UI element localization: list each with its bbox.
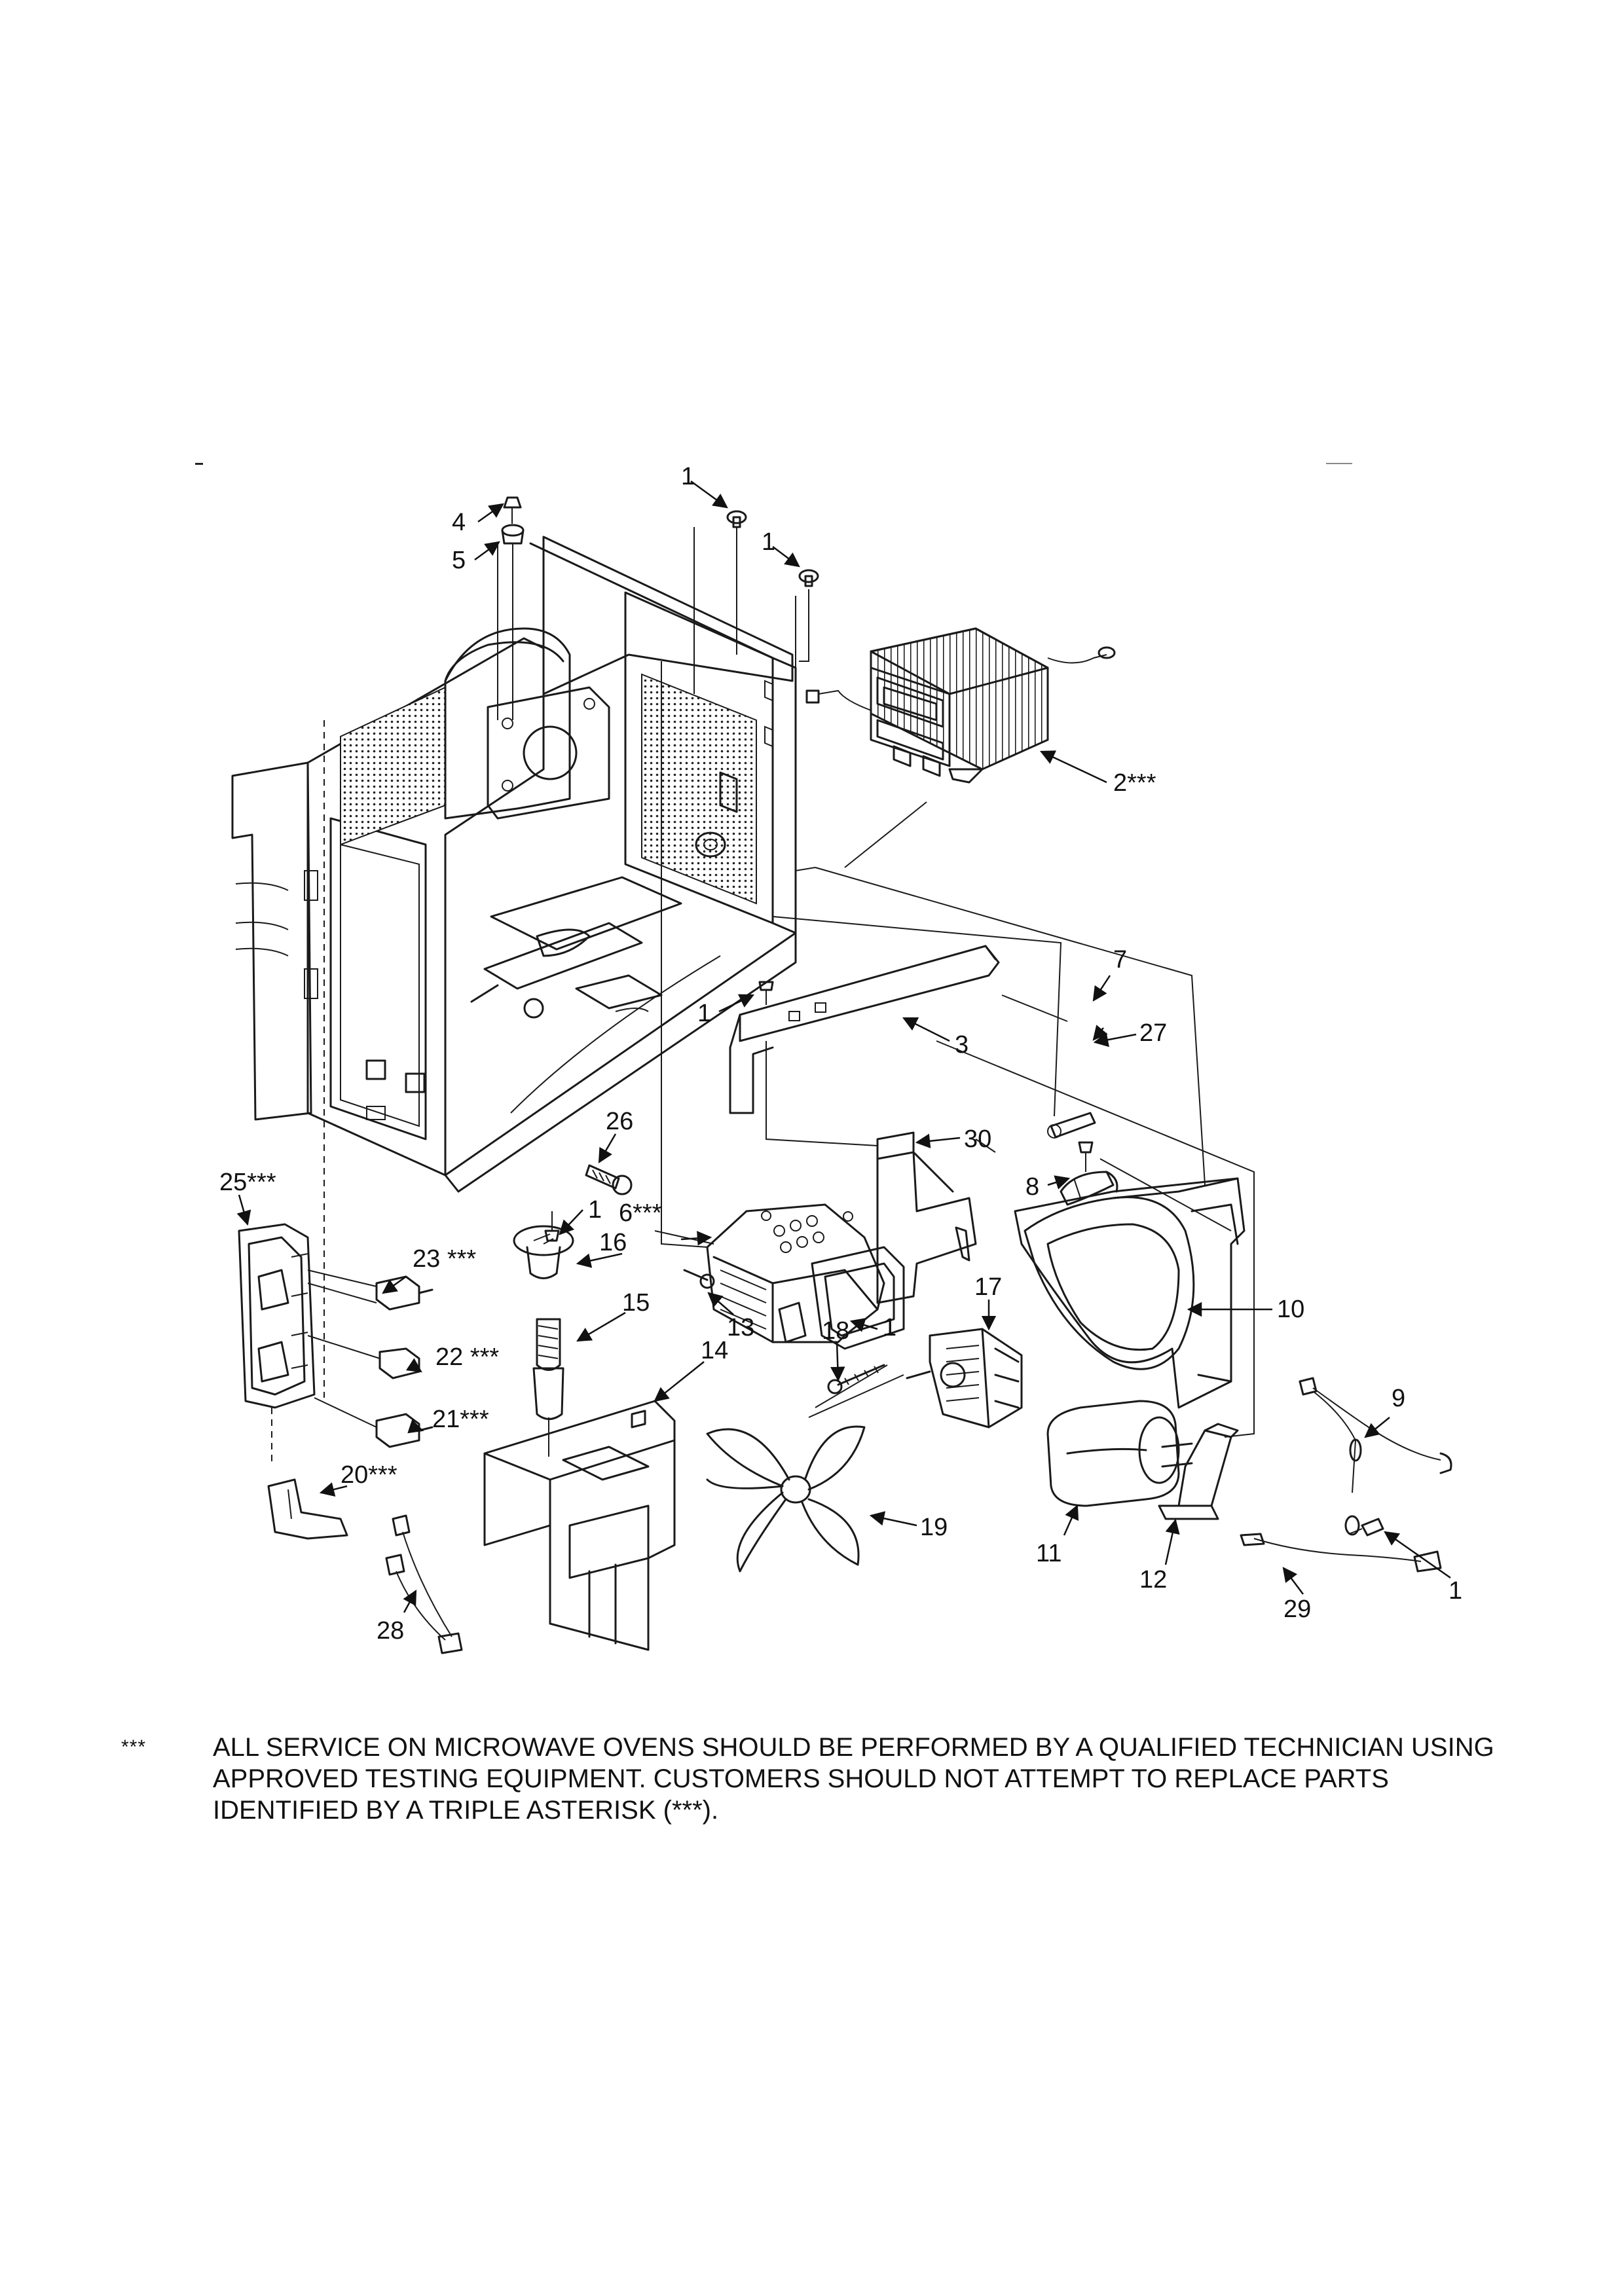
callout-20: 20***: [341, 1461, 397, 1489]
triple-asterisk-marker: ***: [121, 1736, 147, 1758]
callout-27: 27: [1139, 1019, 1167, 1047]
callout-18: 18: [822, 1317, 849, 1345]
service-footnote: *** ALL SERVICE ON MICROWAVE OVENS SHOUL…: [121, 1732, 1529, 1826]
callout-1-top-right: 1: [762, 528, 775, 556]
callout-21: 21***: [432, 1406, 489, 1433]
callout-9: 9: [1392, 1385, 1405, 1412]
scan-mark-left: [195, 463, 203, 465]
footnote-text: ALL SERVICE ON MICROWAVE OVENS SHOULD BE…: [213, 1732, 1529, 1826]
callout-1-lower-left: 1: [588, 1196, 602, 1224]
hv-capacitor: [1046, 1400, 1193, 1507]
callout-30: 30: [964, 1125, 991, 1153]
callout-1-top: 1: [681, 463, 695, 490]
callout-22: 22 ***: [435, 1343, 499, 1371]
callout-1-magnetron: 1: [883, 1314, 896, 1341]
callout-15: 15: [622, 1289, 650, 1317]
door-latch-assembly: [238, 720, 325, 1467]
callout-11: 11: [1036, 1540, 1061, 1567]
fan-shroud: [1014, 1177, 1246, 1409]
callout-1-mid: 1: [697, 1000, 711, 1027]
wire-harness-28: [385, 1514, 463, 1654]
wire-harness-9: [1299, 1377, 1452, 1536]
callout-28: 28: [377, 1617, 404, 1645]
callout-17: 17: [974, 1273, 1002, 1301]
callout-labels: 1 1 4 5 2*** 7 3 1 27 30 8 26 1 25*** 6*…: [219, 463, 1462, 1645]
air-duct: [876, 1131, 977, 1304]
latch-hook: [267, 1478, 348, 1540]
interlock-switch-21: [314, 1397, 434, 1448]
scan-mark-right: [1326, 463, 1352, 464]
callout-26: 26: [606, 1108, 633, 1135]
footnote-line-2: APPROVED TESTING EQUIPMENT. CUSTOMERS SH…: [213, 1764, 1389, 1793]
assembly-lines: [497, 527, 1255, 1457]
magnetron: [706, 1203, 905, 1350]
callout-3: 3: [955, 1031, 969, 1059]
footnote-line-1: ALL SERVICE ON MICROWAVE OVENS SHOULD BE…: [213, 1733, 1494, 1762]
callout-16: 16: [599, 1229, 627, 1256]
callout-12: 12: [1139, 1566, 1167, 1594]
oven-cabinet: [231, 536, 797, 1193]
callout-29: 29: [1283, 1595, 1311, 1623]
callout-13: 13: [727, 1314, 754, 1341]
callout-14: 14: [701, 1337, 728, 1364]
high-voltage-transformer: [805, 627, 1116, 784]
callout-5: 5: [452, 547, 466, 574]
oven-lamp: [532, 1318, 564, 1420]
callout-23: 23 ***: [413, 1245, 476, 1273]
capacitor-bracket: [1158, 1423, 1239, 1520]
air-guide-duct: [483, 1400, 676, 1651]
callout-leaders: [236, 480, 1451, 1613]
footnote-line-3: IDENTIFIED BY A TRIPLE ASTERISK (***).: [213, 1796, 719, 1825]
callout-4: 4: [452, 509, 466, 536]
interlock-switch-23: [307, 1269, 434, 1311]
wire-harness-29: [1240, 1533, 1442, 1573]
fan-motor: [906, 1328, 1023, 1429]
callout-7: 7: [1113, 946, 1127, 974]
thermal-cutout: [513, 1225, 574, 1279]
fuse-holder: [1060, 1171, 1118, 1206]
callout-6: 6***: [619, 1199, 662, 1227]
callout-2: 2***: [1113, 769, 1156, 797]
callout-19: 19: [920, 1514, 948, 1541]
callout-8: 8: [1025, 1173, 1039, 1201]
mounting-bracket: [729, 945, 1000, 1114]
callout-10: 10: [1277, 1296, 1304, 1323]
callout-25: 25***: [219, 1169, 276, 1196]
screws: [501, 496, 1384, 1537]
fuse: [1047, 1112, 1096, 1139]
fan-blade: [706, 1425, 866, 1573]
callout-1-bottom-right: 1: [1449, 1577, 1462, 1605]
